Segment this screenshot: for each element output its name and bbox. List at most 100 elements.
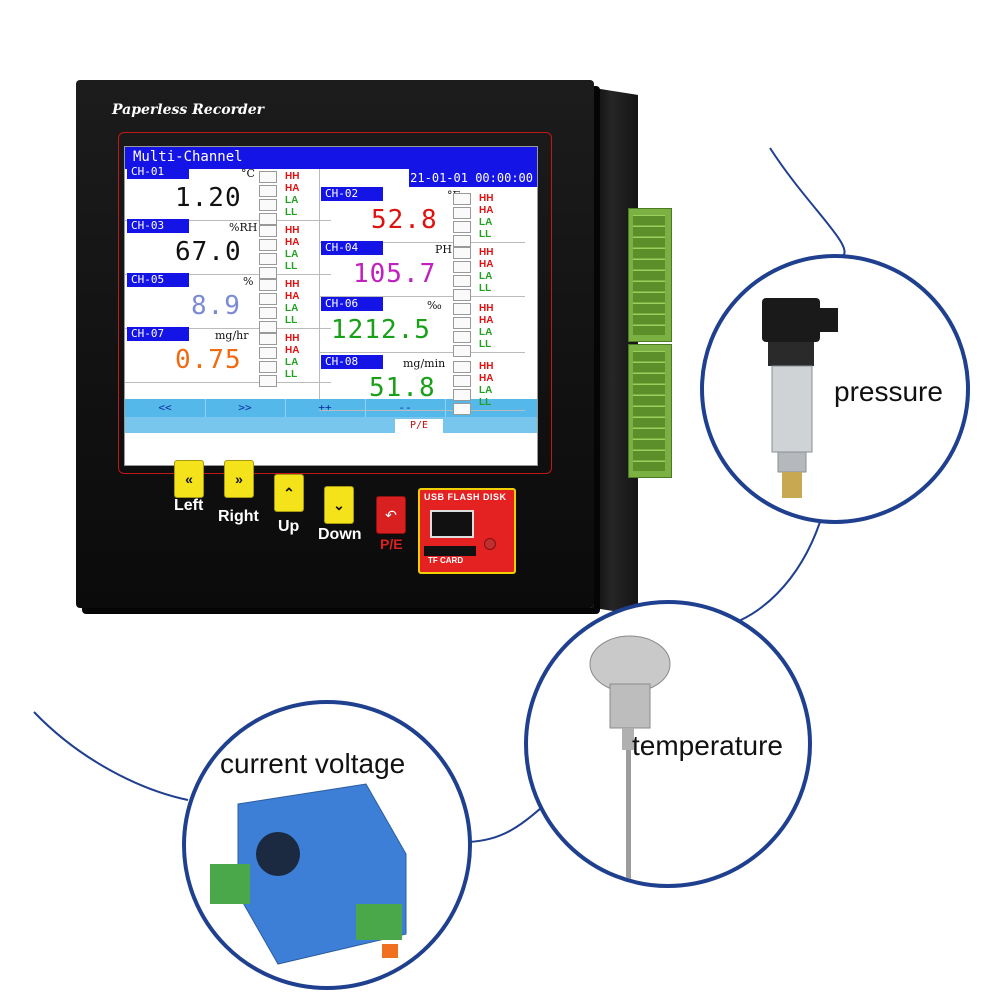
channel-label: CH-03 [127,219,189,233]
alarm-label: HA [479,373,494,384]
alarm-indicator [259,375,277,387]
channel-unit: mg/min [403,357,446,370]
channel-unit: PH [435,243,452,256]
alarm-indicator [259,199,277,211]
alarm-indicator [453,375,471,387]
channel-label: CH-04 [321,241,383,255]
alarm-label: HH [285,333,300,344]
alarm-indicator-boxes [259,333,277,389]
alarm-label: LA [285,357,299,368]
current-transducer-image [210,783,407,965]
soft-key-bar-lower [125,417,537,433]
temperature-sensor-circle [524,600,812,888]
channel-unit: ‰ [427,299,442,312]
left-key[interactable]: « [174,460,204,498]
terminal-pin [633,406,665,416]
alarm-label: LA [285,303,299,314]
down-key[interactable]: ⌄ [324,486,354,524]
alarm-indicator-boxes [259,279,277,335]
down-key-label: Down [318,526,362,543]
alarm-indicator [453,247,471,259]
alarm-indicator-boxes [259,225,277,281]
alarm-indicator [259,333,277,345]
alarm-indicator [259,279,277,291]
terminal-pin [633,395,665,405]
alarm-label: HH [479,247,494,258]
alarm-indicator [453,403,471,415]
screen-datetime: 21-01-01 00:00:00 [409,169,537,187]
alarm-label: LL [479,397,492,408]
alarm-label: LA [479,327,493,338]
alarm-label: HA [479,205,494,216]
device-brand: Paperless Recorder [112,102,265,118]
screen-title: Multi-Channel [133,149,243,165]
terminal-pin [633,351,665,361]
channel-value: 1.20 [175,183,242,213]
channel-value: 52.8 [371,205,438,235]
pe-key[interactable]: ↶ [376,496,406,534]
tf-card-slot[interactable] [424,546,476,556]
alarm-label: HA [479,315,494,326]
double-chevron-right-icon: » [235,471,243,487]
alarm-label: HH [285,225,300,236]
up-key-label: Up [278,518,300,535]
alarm-indicator [453,275,471,287]
thermocouple-image [589,635,671,884]
right-key-label: Right [218,508,259,525]
usb-port[interactable] [430,510,474,538]
channel-label: CH-01 [127,165,189,179]
terminal-pin [633,417,665,427]
alarm-label: LL [285,369,298,380]
up-key[interactable]: ⌃ [274,474,304,512]
channel-label: CH-08 [321,355,383,369]
channel-value: 0.75 [175,345,242,375]
channel-unit: °C [241,167,255,180]
alarm-indicator [259,267,277,279]
terminal-pin [633,439,665,449]
alarm-indicator [453,389,471,401]
double-chevron-down-icon: ⌄ [333,497,345,513]
terminal-pin [633,237,665,247]
alarm-indicator-boxes [453,303,471,359]
current-voltage-caption: current voltage [220,748,406,779]
pressure-sensor-circle [700,254,970,524]
alarm-indicator [453,303,471,315]
softkey-next[interactable]: >> [205,399,286,417]
alarm-label: LA [285,195,299,206]
softkey-prev[interactable]: << [125,399,206,417]
alarm-indicator [259,225,277,237]
alarm-label: HH [479,361,494,372]
terminal-pin [633,373,665,383]
alarm-indicator-boxes [453,193,471,249]
channel-label: CH-07 [127,327,189,341]
terminal-pin [633,248,665,258]
terminal-pin [633,362,665,372]
softkey-pe[interactable]: P/E [395,419,443,433]
terminal-pin [633,428,665,438]
alarm-label: LA [479,217,493,228]
alarm-indicator [259,185,277,197]
left-key-label: Left [174,497,204,514]
alarm-indicator-boxes [453,361,471,417]
alarm-indicator [453,207,471,219]
alarm-indicator-boxes [453,247,471,303]
channel-value: 67.0 [175,237,242,267]
curve-pressure-temperature [715,521,821,629]
current-voltage-sensor-circle [182,700,472,990]
channel-unit: %RH [229,221,258,234]
alarm-indicator [453,289,471,301]
alarm-indicator [259,253,277,265]
right-key[interactable]: » [224,460,254,498]
usb-panel: USB FLASH DISK TF CARD [418,488,516,574]
alarm-indicator [259,307,277,319]
alarm-label: HA [285,291,300,302]
alarm-indicator [453,221,471,233]
